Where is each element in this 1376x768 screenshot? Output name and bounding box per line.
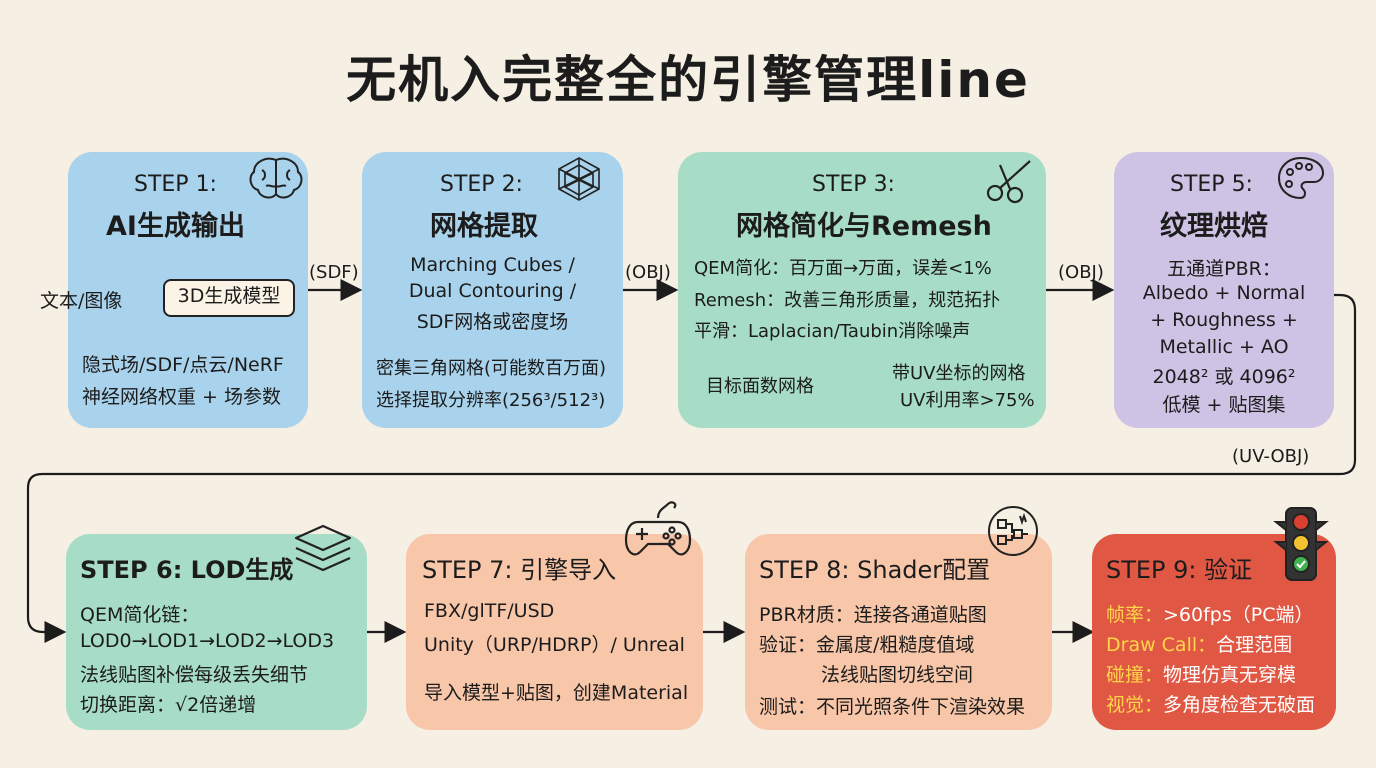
- step-1-model-node: 3D生成模型: [163, 279, 295, 317]
- layers-icon: [294, 524, 352, 572]
- step-2-line-3: SDF网格或密度场: [416, 311, 569, 333]
- step-1-input-label: 文本/图像: [40, 290, 123, 312]
- edge-label-obj-2: (OBJ): [1058, 262, 1104, 283]
- step-9-item-2-key: Draw Call：: [1106, 634, 1217, 656]
- step-8-line-2: 验证：金属度/粗糙度值域: [759, 634, 975, 656]
- step-7-card: STEP 7: 引擎导入 FBX/glTF/USD Unity（URP/HDRP…: [406, 534, 703, 730]
- mesh-icon: [558, 157, 600, 201]
- step-7-title: STEP 7: 引擎导入: [422, 556, 617, 584]
- shader-icon: [988, 506, 1038, 556]
- step-5-label: STEP 5:: [1170, 172, 1253, 197]
- step-3-line-1: QEM简化：百万面→万面，误差<1%: [694, 258, 992, 279]
- step-7-line-1: FBX/glTF/USD: [424, 600, 555, 622]
- step-6-title: STEP 6: LOD生成: [80, 556, 294, 584]
- step-3-from-label: 目标面数网格: [706, 376, 814, 397]
- step-3-label: STEP 3:: [812, 172, 895, 197]
- step-1-label: STEP 1:: [134, 172, 217, 197]
- step-7-line-3: 导入模型+贴图，创建Material: [424, 682, 689, 704]
- palette-icon: [1277, 156, 1325, 200]
- step-9-item-1-key: 帧率：: [1106, 604, 1164, 626]
- step-9-item-4-value: 多角度检查无破面: [1163, 694, 1316, 716]
- step-9-item-3-key: 碰撞：: [1106, 664, 1164, 686]
- step-3-line-3: 平滑：Laplacian/Taubin消除噪声: [694, 321, 971, 342]
- step-8-card: STEP 8: Shader配置 PBR材质：连接各通道贴图 验证：金属度/粗糙…: [745, 534, 1052, 730]
- step-9-item-4: 视觉：多角度检查无破面: [1106, 690, 1315, 717]
- step-3-card: STEP 3: 网格简化与Remesh QEM简化：百万面→万面，误差<1% R…: [678, 152, 1046, 428]
- step-9-title: STEP 9: 验证: [1106, 556, 1253, 584]
- step-2-line-5: 选择提取分辨率(256³/512³): [376, 390, 606, 411]
- step-9-item-1-value: >60fps（PC端）: [1163, 604, 1314, 626]
- step-8-title: STEP 8: Shader配置: [759, 556, 991, 584]
- step-3-title: 网格简化与Remesh: [736, 211, 992, 242]
- traffic-light-icon: [1273, 507, 1329, 581]
- step-2-label: STEP 2:: [440, 172, 523, 197]
- step-5-card: STEP 5: 纹理烘焙 五通道PBR： Albedo + Normal + R…: [1114, 152, 1334, 428]
- step-8-line-3: 法线贴图切线空间: [821, 664, 974, 686]
- step-6-line-1: QEM简化链：: [80, 604, 200, 626]
- step-5-line-4: Metallic + AO: [1159, 336, 1289, 358]
- edge-label-sdf: (SDF): [309, 262, 359, 283]
- gamepad-icon: [624, 501, 692, 556]
- step-9-item-4-key: 视觉：: [1106, 694, 1164, 716]
- step-8-line-4: 测试：不同光照条件下渲染效果: [759, 696, 1026, 718]
- step-3-to-label-1: 带UV坐标的网格: [892, 363, 1026, 384]
- step-5-line-5: 2048² 或 4096²: [1152, 366, 1296, 388]
- step-9-item-3: 碰撞：物理仿真无穿模: [1106, 660, 1296, 687]
- step-6-line-4: 切换距离：√2倍递增: [80, 694, 257, 716]
- step-1-title: AI生成输出: [106, 211, 245, 242]
- step-5-line-1: 五通道PBR：: [1167, 258, 1281, 280]
- step-9-item-1: 帧率：>60fps（PC端）: [1106, 600, 1314, 627]
- step-3-line-2: Remesh：改善三角形质量，规范拓扑: [694, 290, 1001, 311]
- step-2-line-4: 密集三角网格(可能数百万面): [376, 358, 607, 379]
- step-9-item-2-value: 合理范围: [1216, 634, 1293, 656]
- step-5-title: 纹理烘焙: [1160, 211, 1268, 242]
- brain-icon: [249, 157, 303, 199]
- step-5-line-3: + Roughness +: [1150, 309, 1298, 331]
- edge-label-obj-1: (OBJ): [625, 262, 671, 283]
- step-9-card: STEP 9: 验证 帧率：>60fps（PC端） Draw Call：合理范围…: [1092, 534, 1336, 730]
- step-6-line-2: LOD0→LOD1→LOD2→LOD3: [80, 630, 335, 652]
- step-1-line-2: 神经网络权重 + 场参数: [82, 386, 281, 408]
- step-5-line-2: Albedo + Normal: [1142, 282, 1306, 304]
- edge-label-uv-obj: (UV-OBJ): [1232, 446, 1310, 467]
- scissors-icon: [986, 160, 1031, 204]
- step-7-line-2: Unity（URP/HDRP）/ Unreal: [424, 634, 685, 656]
- step-5-line-6: 低模 + 贴图集: [1162, 394, 1286, 416]
- step-2-line-1: Marching Cubes /: [410, 254, 575, 276]
- step-9-item-3-value: 物理仿真无穿模: [1163, 664, 1297, 686]
- step-2-line-2: Dual Contouring /: [408, 280, 577, 302]
- step-2-title: 网格提取: [430, 211, 538, 242]
- page-title: 无机入完整全的引擎管理line: [346, 51, 1030, 109]
- step-9-item-2: Draw Call：合理范围: [1106, 630, 1292, 657]
- step-8-line-1: PBR材质：连接各通道贴图: [759, 604, 987, 626]
- step-3-to-label-2: UV利用率>75%: [900, 390, 1035, 411]
- step-6-line-3: 法线贴图补偿每级丢失细节: [80, 664, 309, 686]
- step-1-line-1: 隐式场/SDF/点云/NeRF: [82, 354, 284, 376]
